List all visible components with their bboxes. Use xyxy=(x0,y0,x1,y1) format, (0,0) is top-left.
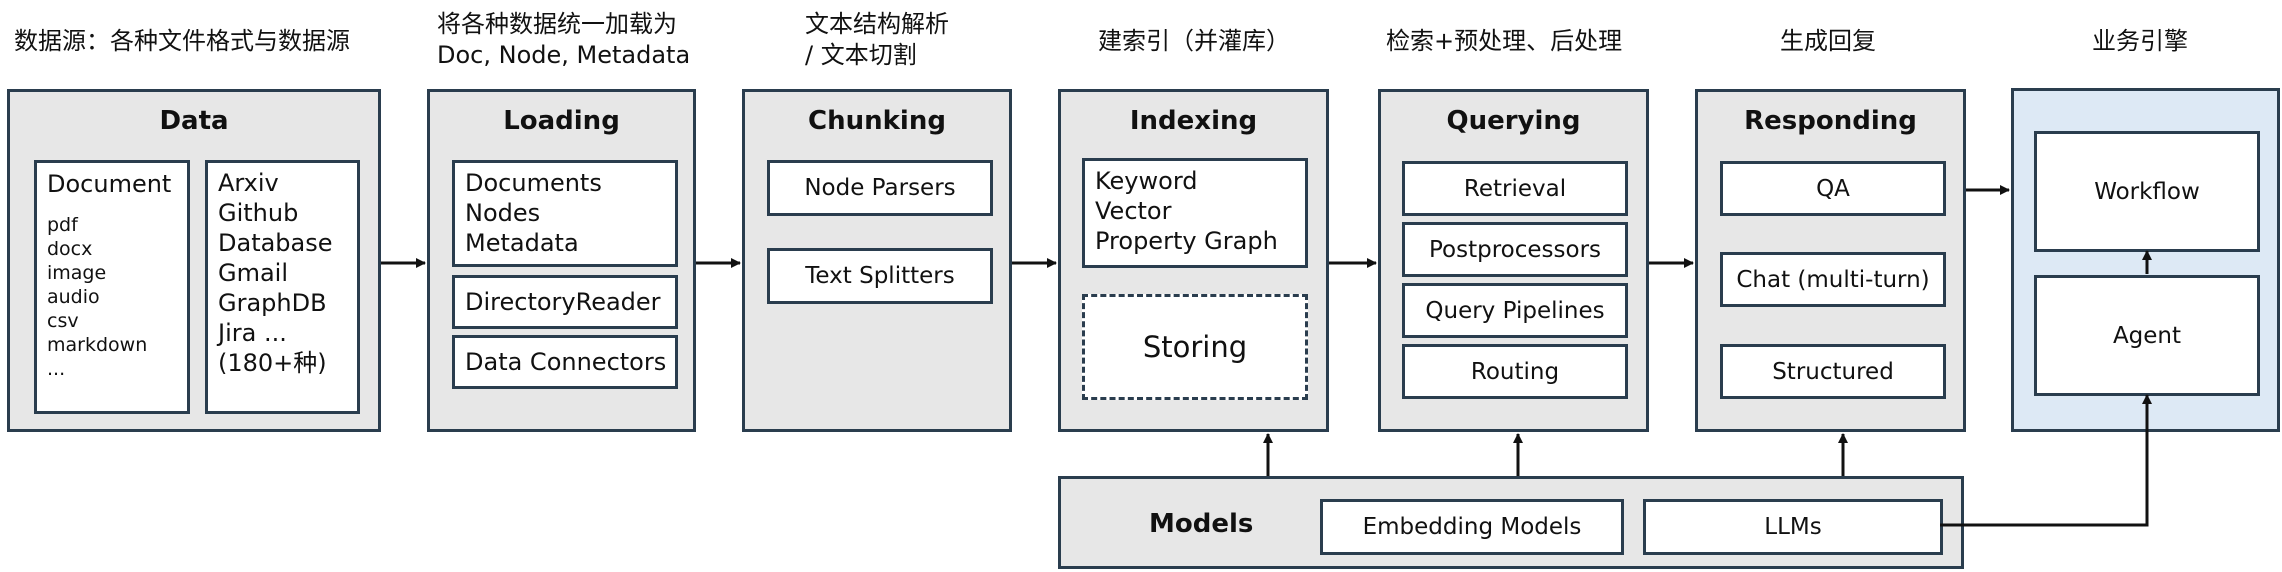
agent-box: Agent xyxy=(2034,275,2260,396)
structured-box: Structured xyxy=(1720,344,1946,399)
directory-reader-box: DirectoryReader xyxy=(452,275,678,329)
embedding-models-label: Embedding Models xyxy=(1362,514,1582,540)
sources-box: Arxiv Github Database Gmail GraphDB Jira… xyxy=(205,160,360,414)
caption-business: 业务引擎 xyxy=(2092,27,2188,55)
structured-label: Structured xyxy=(1772,358,1894,385)
indexing-stage-title: Indexing xyxy=(1129,106,1258,136)
index-type-item: Keyword xyxy=(1095,167,1198,195)
loading-item: Documents xyxy=(465,169,602,197)
loading-stage: Loading Documents Nodes Metadata Directo… xyxy=(427,89,696,432)
format-item: pdf xyxy=(47,214,78,236)
format-item: audio xyxy=(47,286,100,308)
querying-stage-title: Querying xyxy=(1446,106,1581,136)
source-item: Jira ... xyxy=(218,319,287,347)
retrieval-box: Retrieval xyxy=(1402,161,1628,216)
text-splitters-box: Text Splitters xyxy=(767,248,993,304)
document-heading: Document xyxy=(47,170,172,198)
workflow-label: Workflow xyxy=(2094,178,2200,205)
chat-box: Chat (multi-turn) xyxy=(1720,252,1946,307)
workflow-box: Workflow xyxy=(2034,131,2260,252)
caption-indexing: 建索引（并灌库） xyxy=(1098,27,1290,55)
format-item: csv xyxy=(47,310,79,332)
data-connectors-label: Data Connectors xyxy=(465,348,667,376)
models-stage: Models Embedding Models LLMs xyxy=(1058,476,1964,569)
storing-box: Storing xyxy=(1082,294,1308,400)
indexing-stage: Indexing Keyword Vector Property Graph S… xyxy=(1058,89,1329,432)
storing-label: Storing xyxy=(1142,330,1248,364)
retrieval-label: Retrieval xyxy=(1463,175,1567,202)
source-item: (180+种) xyxy=(218,349,327,377)
source-item: Gmail xyxy=(218,259,289,287)
index-types-box: Keyword Vector Property Graph xyxy=(1082,158,1308,268)
format-item: docx xyxy=(47,238,93,260)
data-stage: Data Document pdf docx image audio csv m… xyxy=(7,89,381,432)
source-item: GraphDB xyxy=(218,289,327,317)
llms-label: LLMs xyxy=(1764,514,1822,540)
caption-querying: 检索+预处理、后处理 xyxy=(1386,27,1623,55)
qa-box: QA xyxy=(1720,161,1946,216)
llms-box: LLMs xyxy=(1643,499,1943,555)
caption-chunking-line-1: 文本结构解析 xyxy=(805,10,949,38)
loading-stage-title: Loading xyxy=(503,106,620,136)
source-item: Database xyxy=(218,229,333,257)
embedding-models-box: Embedding Models xyxy=(1320,499,1624,555)
node-parsers-box: Node Parsers xyxy=(767,160,993,216)
format-item: ... xyxy=(47,358,66,380)
format-item: markdown xyxy=(47,334,148,356)
document-formats: pdf docx image audio csv markdown ... xyxy=(47,213,177,381)
caption-data: 数据源：各种文件格式与数据源 xyxy=(14,27,350,55)
document-box: Document pdf docx image audio csv markdo… xyxy=(34,160,190,414)
routing-box: Routing xyxy=(1402,344,1628,399)
query-pipelines-label: Query Pipelines xyxy=(1425,297,1605,324)
data-connectors-box: Data Connectors xyxy=(452,335,678,389)
caption-responding: 生成回复 xyxy=(1780,27,1876,55)
caption-chunking-line-2: / 文本切割 xyxy=(805,41,917,69)
caption-loading-line-2: Doc, Node, Metadata xyxy=(437,41,691,69)
routing-label: Routing xyxy=(1470,358,1560,385)
format-item: image xyxy=(47,262,107,284)
index-type-item: Vector xyxy=(1095,197,1172,225)
qa-label: QA xyxy=(1816,175,1850,202)
loading-item: Nodes xyxy=(465,199,541,227)
arrow-llms-to-agent xyxy=(1940,394,2152,527)
caption-loading: 将各种数据统一加载为 Doc, Node, Metadata xyxy=(437,9,690,71)
chunking-stage-title: Chunking xyxy=(808,106,946,136)
caption-loading-line-1: 将各种数据统一加载为 xyxy=(437,10,677,38)
querying-stage: Querying Retrieval Postprocessors Query … xyxy=(1378,89,1649,432)
chunking-stage: Chunking Node Parsers Text Splitters xyxy=(742,89,1012,432)
directory-reader-label: DirectoryReader xyxy=(465,288,661,316)
loading-item: Metadata xyxy=(465,229,579,257)
chat-label: Chat (multi-turn) xyxy=(1736,266,1930,293)
responding-stage: Responding QA Chat (multi-turn) Structur… xyxy=(1695,89,1966,432)
source-item: Arxiv xyxy=(218,169,279,197)
text-splitters-label: Text Splitters xyxy=(805,263,955,289)
postprocessors-label: Postprocessors xyxy=(1428,236,1602,263)
responding-stage-title: Responding xyxy=(1744,106,1917,136)
caption-chunking: 文本结构解析 / 文本切割 xyxy=(805,9,949,71)
models-title: Models xyxy=(1149,509,1254,539)
agent-label: Agent xyxy=(2112,322,2182,349)
loading-items-box: Documents Nodes Metadata xyxy=(452,160,678,267)
source-item: Github xyxy=(218,199,299,227)
index-type-item: Property Graph xyxy=(1095,227,1278,255)
data-stage-title: Data xyxy=(159,106,229,136)
node-parsers-label: Node Parsers xyxy=(804,175,956,201)
query-pipelines-box: Query Pipelines xyxy=(1402,283,1628,338)
postprocessors-box: Postprocessors xyxy=(1402,222,1628,277)
